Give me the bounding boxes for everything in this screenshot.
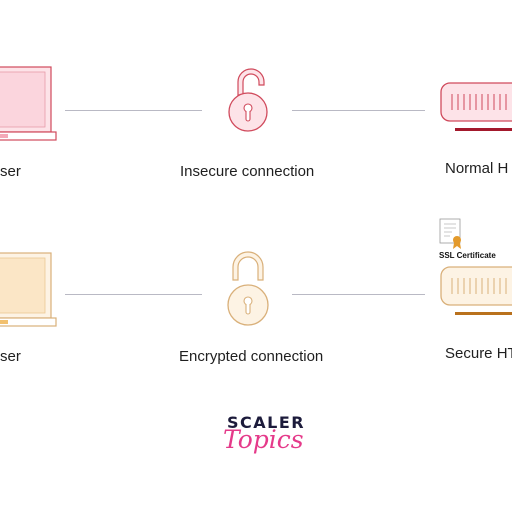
server-label-insecure: Normal H bbox=[445, 160, 509, 177]
connector-line-right-secure bbox=[292, 294, 425, 295]
ssl-certificate-label: SSL Certificate bbox=[439, 251, 496, 260]
browser-label-secure: ser bbox=[0, 348, 21, 365]
server-icon bbox=[440, 82, 512, 131]
secure-server-icon bbox=[440, 266, 512, 315]
laptop-icon bbox=[0, 252, 57, 327]
locked-padlock-icon bbox=[227, 251, 269, 326]
unlocked-padlock-icon bbox=[228, 68, 268, 132]
connector-line-left-insecure bbox=[65, 110, 202, 111]
laptop-icon bbox=[0, 66, 57, 141]
brand-name-top: SCALER bbox=[227, 413, 306, 432]
certificate-icon bbox=[439, 218, 461, 249]
server-label-secure: Secure HT bbox=[445, 345, 512, 362]
connector-line-right-insecure bbox=[292, 110, 425, 111]
browser-label-insecure: ser bbox=[0, 163, 21, 180]
connection-label-secure: Encrypted connection bbox=[179, 348, 324, 365]
connector-line-left-secure bbox=[65, 294, 202, 295]
connection-label-insecure: Insecure connection bbox=[180, 163, 315, 180]
brand-name-bottom: Topics bbox=[223, 425, 304, 454]
